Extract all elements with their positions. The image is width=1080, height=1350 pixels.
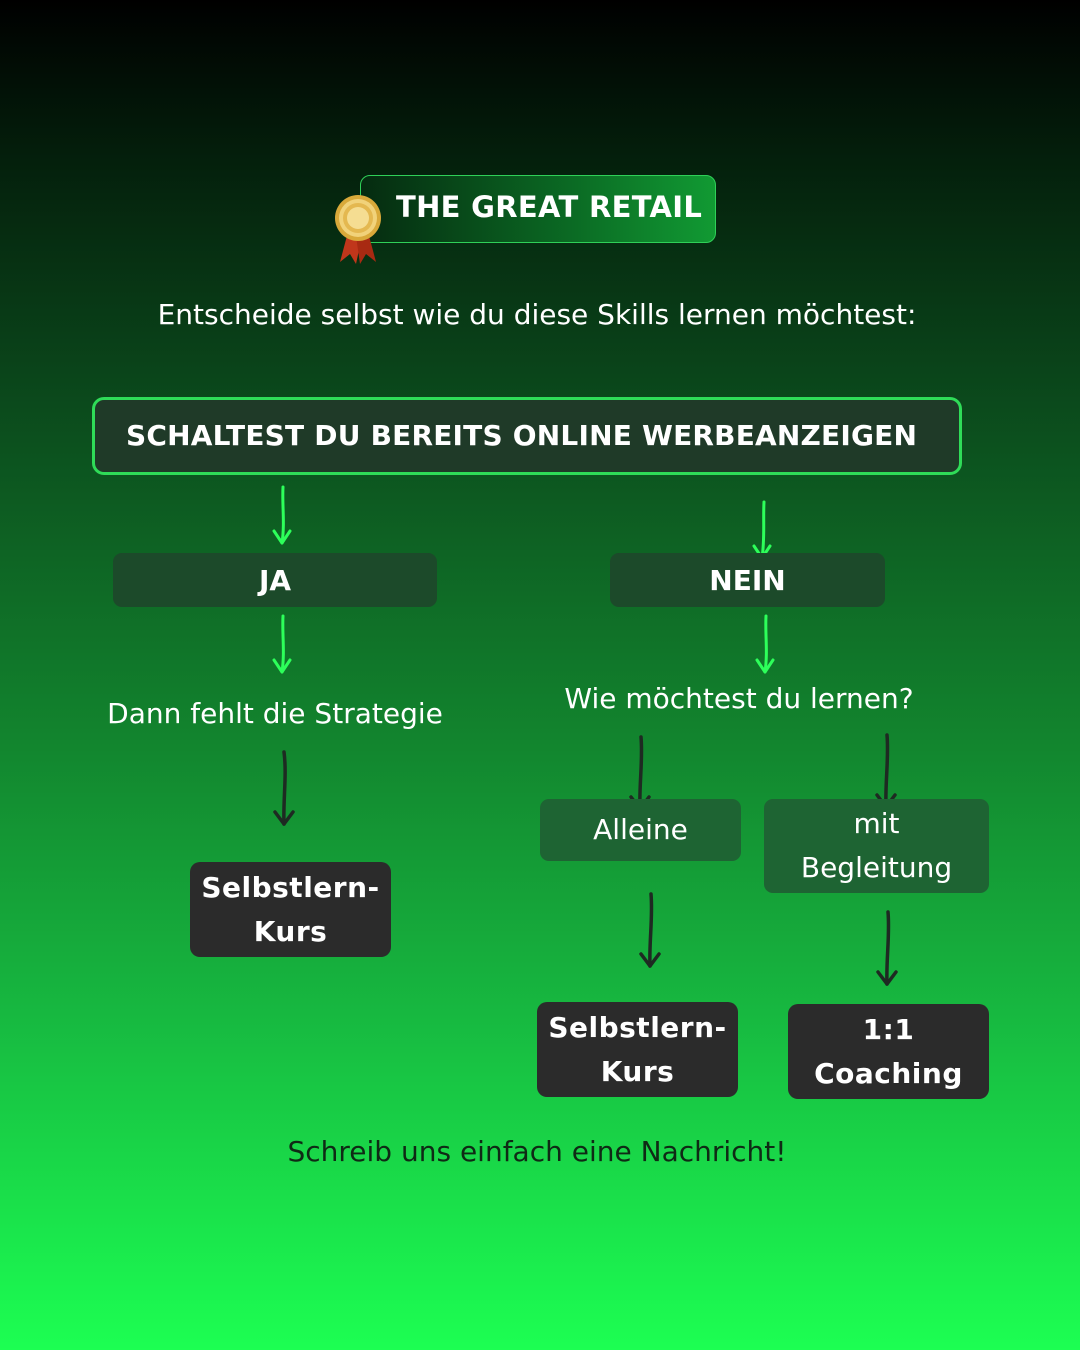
result-coaching: 1:1 Coaching — [788, 1004, 989, 1099]
option-begleitung: mit Begleitung — [764, 799, 989, 893]
title-badge — [360, 175, 716, 243]
arrow-to-ja — [272, 485, 292, 545]
footer-cta: Schreib uns einfach eine Nachricht! — [287, 1135, 787, 1168]
arrow-to-guided-result — [876, 910, 898, 986]
badge-title: THE GREAT RETAIL — [396, 190, 703, 224]
option-alleine: Alleine — [540, 799, 741, 861]
subtitle: Entscheide selbst wie du diese Skills le… — [157, 298, 917, 331]
yes-statement: Dann fehlt die Strategie — [107, 697, 443, 730]
medal-icon — [335, 195, 381, 264]
answer-ja: JA — [113, 553, 437, 607]
arrow-to-strategie — [272, 614, 292, 674]
result-selbstlern-kurs-no: Selbstlern- Kurs — [537, 1002, 738, 1097]
question-text: SCHALTEST DU BEREITS ONLINE WERBEANZEIGE… — [126, 419, 918, 452]
answer-nein: NEIN — [610, 553, 885, 607]
arrow-to-alone-result — [639, 892, 661, 968]
arrow-to-yes-result — [273, 750, 295, 826]
question-box — [92, 397, 962, 475]
arrow-to-wie — [755, 614, 775, 674]
no-question: Wie möchtest du lernen? — [564, 682, 914, 715]
result-selbstlern-kurs-yes: Selbstlern- Kurs — [190, 862, 391, 957]
